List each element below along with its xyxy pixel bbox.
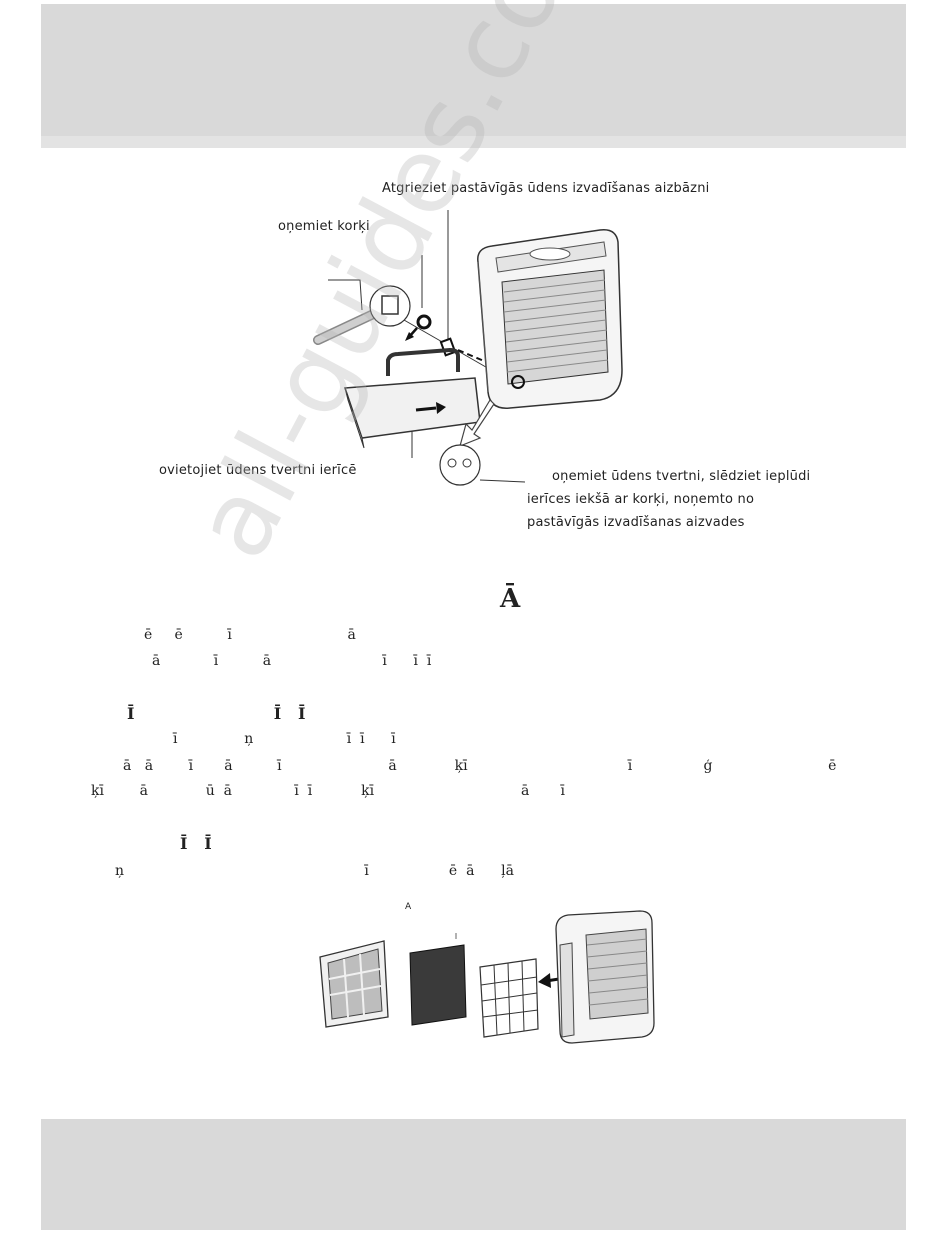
sub-heading-1: Ī Ī Ī bbox=[127, 704, 306, 723]
caption-remove-tank-line1: oņemiet ūdens tvertni, slēdziet ieplūdi bbox=[552, 469, 811, 484]
caption-remove-tank-line2: ierīces iekšā ar korķi, noņemto no bbox=[527, 492, 755, 507]
dehumidifier-drain-illustration bbox=[313, 210, 623, 486]
paragraph-1-line-2: ā ī ā ī ī ī bbox=[152, 653, 432, 669]
paragraph-1-line-1: ē ē ī ā bbox=[144, 627, 356, 643]
filter-label-a: A bbox=[405, 902, 412, 912]
paragraph-2-line-3: ķī ā ū ā ī ī ķī ā ī bbox=[91, 783, 565, 799]
caption-remove-cork: oņemiet korķi bbox=[278, 219, 370, 234]
header-band-strip bbox=[41, 136, 906, 148]
filter-replacement-illustration bbox=[319, 910, 655, 1044]
sub-heading-2: Ī Ī bbox=[180, 834, 212, 853]
caption-return-plug: Atgrieziet pastāvīgās ūdens izvadīšanas … bbox=[382, 181, 710, 196]
paragraph-3-line-1: ņ ī ē ā ļā bbox=[115, 863, 514, 879]
caption-remove-tank-line3: pastāvīgās izvadīšanas aizvades bbox=[527, 515, 745, 530]
paragraph-2-line-1: ī ņ ī ī ī bbox=[173, 731, 396, 747]
footer-band bbox=[41, 1119, 906, 1230]
paragraph-2-line-2: ā ā ī ā ī ā ķī ī ģ ē bbox=[123, 758, 837, 774]
caption-place-tank: ovietojiet ūdens tvertni ierīcē bbox=[159, 463, 357, 478]
header-band bbox=[41, 4, 906, 136]
section-heading: Ā bbox=[500, 584, 521, 614]
